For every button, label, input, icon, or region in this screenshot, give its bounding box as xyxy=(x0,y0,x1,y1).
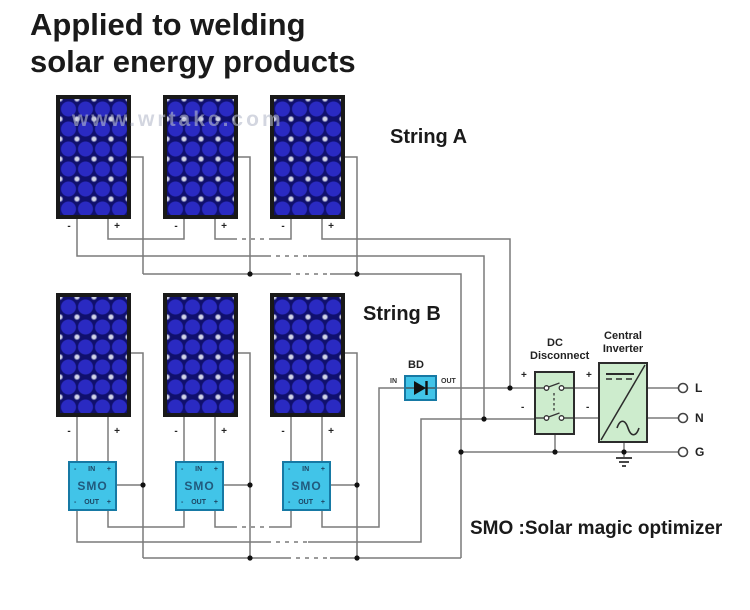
panel-a1-plus-label: + xyxy=(114,221,120,232)
page-title: Applied to welding solar energy products xyxy=(30,6,356,80)
smo1-in-plus: + xyxy=(106,466,111,473)
dc-disconnect-label: DC Disconnect xyxy=(530,337,590,363)
panel-a3-minus-label: - xyxy=(281,221,285,232)
panel-b3-minus-label: - xyxy=(281,426,285,437)
smo2-in-minus: - xyxy=(181,466,184,473)
panel-b2-minus-label: - xyxy=(174,426,178,437)
panel-a2-plus-label: + xyxy=(221,221,227,232)
dc-disconnect-label-line2: Disconnect xyxy=(530,350,590,362)
smo2-name: SMO xyxy=(184,479,215,493)
dc-out-plus-mark: + xyxy=(586,370,592,381)
bd-label: BD xyxy=(408,359,424,371)
smo-box-3: -IN+ SMO -OUT+ xyxy=(282,461,331,511)
smo3-name: SMO xyxy=(291,479,322,493)
diode-icon xyxy=(406,381,435,395)
dc-disconnect-label-line1: DC xyxy=(547,337,563,349)
smo2-in-label: IN xyxy=(195,466,203,473)
smo2-out-plus: + xyxy=(213,499,218,506)
smo2-out-label: OUT xyxy=(191,499,207,506)
panel-b3-plus-label: + xyxy=(328,426,334,437)
dc-out-minus-mark: - xyxy=(586,402,590,413)
smo1-out-plus: + xyxy=(106,499,111,506)
panel-b2-plus-label: + xyxy=(221,426,227,437)
central-inverter-label: Central Inverter xyxy=(598,330,648,356)
smo-caption: SMO :Solar magic optimizer xyxy=(470,518,723,539)
output-label-g: G xyxy=(695,445,705,459)
smo2-in-plus: + xyxy=(213,466,218,473)
smo3-in-minus: - xyxy=(288,466,291,473)
solar-panel-b3 xyxy=(270,293,345,417)
junction-dots xyxy=(140,271,627,561)
central-inverter-label-line1: Central xyxy=(604,330,642,342)
watermark: www.wrtakc.com xyxy=(72,108,284,131)
smo3-out-plus: + xyxy=(320,499,325,506)
output-label-n: N xyxy=(695,411,704,425)
output-terminal-circles xyxy=(677,382,689,458)
panel-a2-minus-label: - xyxy=(174,221,178,232)
smo1-in-minus: - xyxy=(74,466,77,473)
bd-in-label: IN xyxy=(390,378,397,385)
smo1-out-label: OUT xyxy=(84,499,100,506)
solar-panel-a1 xyxy=(56,95,131,219)
panel-a1-minus-label: - xyxy=(67,221,71,232)
solar-panel-b2 xyxy=(163,293,238,417)
smo-box-1: -IN+ SMO -OUT+ xyxy=(68,461,117,511)
solar-panel-a2 xyxy=(163,95,238,219)
solar-panel-a3 xyxy=(270,95,345,219)
smo1-out-minus: - xyxy=(74,499,77,506)
string-b-label: String B xyxy=(363,303,441,325)
panel-b1-minus-label: - xyxy=(67,426,71,437)
output-label-l: L xyxy=(695,381,703,395)
smo1-in-label: IN xyxy=(88,466,96,473)
bd-box xyxy=(404,375,437,401)
smo-box-2: -IN+ SMO -OUT+ xyxy=(175,461,224,511)
panel-a3-plus-label: + xyxy=(328,221,334,232)
dc-disconnect-box xyxy=(534,371,575,435)
bd-out-label: OUT xyxy=(441,378,456,385)
central-inverter-label-line2: Inverter xyxy=(602,343,644,355)
smo3-in-plus: + xyxy=(320,466,325,473)
smo3-in-label: IN xyxy=(302,466,310,473)
panel-b1-plus-label: + xyxy=(114,426,120,437)
inverter-dc-ac-icon xyxy=(600,364,646,441)
smo3-out-label: OUT xyxy=(298,499,314,506)
central-inverter-box xyxy=(598,362,648,443)
disconnect-switch-icon xyxy=(536,382,573,421)
dc-in-minus-mark: - xyxy=(521,402,525,413)
string-a-label: String A xyxy=(390,126,468,148)
title-line1: Applied to welding xyxy=(30,7,306,42)
solar-panel-b1 xyxy=(56,293,131,417)
smo3-out-minus: - xyxy=(288,499,291,506)
dc-in-plus-mark: + xyxy=(521,370,527,381)
smo1-name: SMO xyxy=(77,479,108,493)
smo2-out-minus: - xyxy=(181,499,184,506)
title-line2: solar energy products xyxy=(30,44,356,79)
earth-ground-icon xyxy=(616,457,632,467)
